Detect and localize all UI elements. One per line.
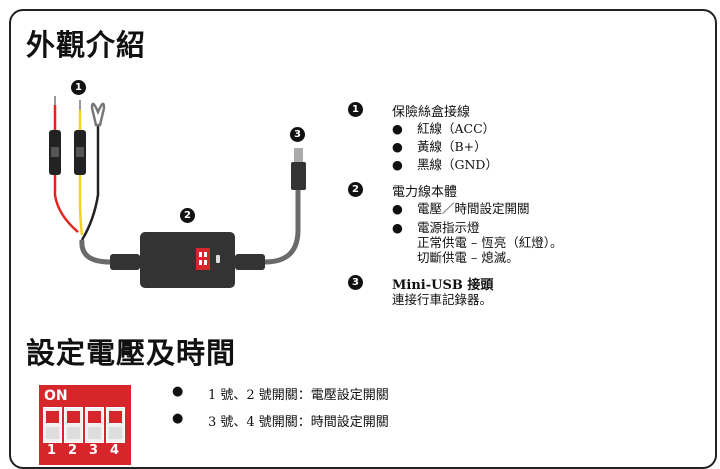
indicator-normal: 正常供電 – 恆亮（紅燈）。 [417,235,563,250]
callout-1-wires: 1 [71,80,86,95]
bullet-icon: ● [172,411,184,426]
dip-switch-4 [106,407,125,443]
power-led [216,255,220,263]
bullet-icon: ● [392,201,403,216]
strain-relief-left [110,254,140,270]
bullet-text: 電壓／時間設定開關 [417,201,530,216]
usb-description: 連接行車記錄器。 [392,292,493,307]
dip-switch-2 [64,407,83,443]
appearance-heading: 外觀介紹 [26,28,147,62]
indicator-off: 切斷供電 – 熄滅。 [417,250,519,265]
dip-number-4: 4 [109,443,120,458]
dip-number-1: 1 [46,443,57,458]
input-cable [79,239,111,265]
settings-heading: 設定電壓及時間 [26,336,237,370]
bullet-icon: ● [392,121,403,136]
strain-relief-right [235,254,265,270]
section-2-title: 電力線本體 [392,185,458,200]
callout-3-usb: 3 [290,127,305,142]
dip-on-label: ON [44,388,68,404]
ground-terminal [90,102,106,127]
black-wire [80,125,100,241]
dip-number-2: 2 [67,443,78,458]
section-2-number: 2 [348,182,363,197]
converter-box [140,232,235,288]
dip-switch-3 [85,407,104,443]
bullet-icon: ● [172,384,184,399]
dip-switch-illustration: ON 1 2 3 4 [39,385,131,465]
yellow-wire [78,110,84,236]
bullet-icon: ● [392,157,403,172]
bullet-icon: ● [392,139,403,154]
bullet-icon: ● [392,220,403,235]
callout-2-box: 2 [180,208,195,223]
red-wire [53,105,79,233]
section-3-number: 3 [348,275,363,290]
bullet-text: 黑線（GND） [417,157,498,172]
dip-description-text: 1 號、2 號開關：電壓設定開關 [208,388,389,403]
bullet-text: 電源指示燈 [417,220,480,235]
dip-switch-1 [43,407,62,443]
dip-number-3: 3 [88,443,99,458]
section-3-title: Mini-USB 接頭 [392,278,494,293]
section-1-title: 保險絲盒接線 [392,105,471,120]
power-cable-illustration [49,96,306,288]
bullet-text: 紅線（ACC） [417,121,496,136]
bullet-text: 黃線（B+） [417,139,487,154]
dip-description-text: 3 號、4 號開關：時間設定開關 [208,415,389,430]
section-1-number: 1 [348,102,363,117]
output-cable [264,190,301,265]
mini-usb-plug [291,162,306,190]
